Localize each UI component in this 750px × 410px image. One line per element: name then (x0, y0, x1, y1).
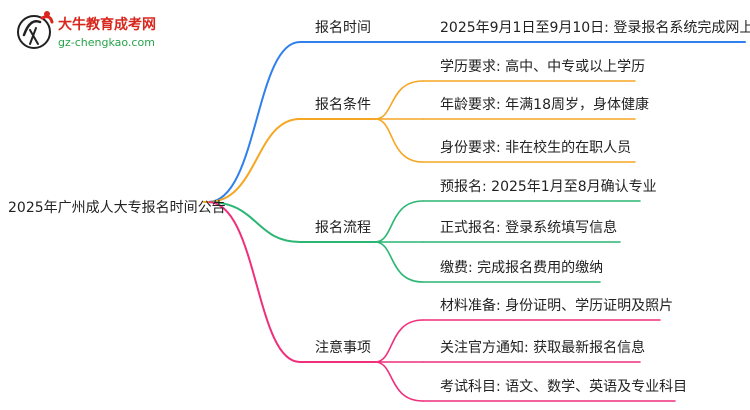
leaf-label: 关注官方通知: 获取最新报名信息 (440, 339, 645, 356)
leaf-connector (374, 80, 424, 120)
branch-connector (207, 201, 301, 363)
leaf-connector (374, 200, 424, 243)
branch-connector (207, 201, 301, 243)
leaf-connector (374, 361, 424, 402)
leaf-label: 年龄要求: 年满18周岁，身体健康 (440, 96, 649, 113)
leaf-label: 缴费: 完成报名费用的缴纳 (440, 260, 603, 276)
leaf-connector (374, 319, 424, 363)
branch-label-notes: 注意事项 (315, 339, 371, 356)
root-node-label: 2025年广州成人大专报名时间公告 (8, 200, 226, 216)
leaf-label: 预报名: 2025年1月至8月确认专业 (440, 179, 657, 195)
logo-title: 大牛教育成考网 (58, 16, 156, 33)
leaf-label: 考试科目: 语文、数学、英语及专业科目 (440, 378, 687, 395)
leaf-connector (374, 118, 424, 163)
branch-label-conditions: 报名条件 (315, 96, 371, 113)
logo-mark-icon (17, 11, 54, 49)
branch-label-time: 报名时间 (315, 20, 371, 36)
branch-connector (207, 118, 301, 203)
leaf-label: 身份要求: 非在校生的在职人员 (440, 139, 631, 156)
leaf-connector (374, 241, 424, 283)
connector-layer (203, 41, 746, 402)
leaf-label: 材料准备: 身份证明、学历证明及照片 (440, 297, 673, 314)
branch-connector (207, 41, 301, 203)
leaf-label: 学历要求: 高中、中专或以上学历 (440, 58, 645, 75)
branch-label-process: 报名流程 (315, 220, 371, 236)
leaf-label: 正式报名: 登录系统填写信息 (440, 219, 617, 236)
logo-url: gz-chengkao.com (58, 36, 155, 49)
site-logo[interactable]: 大牛教育成考网 gz-chengkao.com (17, 11, 156, 49)
leaf-label: 2025年9月1日至9月10日: 登录报名系统完成网上报名 (440, 20, 750, 36)
